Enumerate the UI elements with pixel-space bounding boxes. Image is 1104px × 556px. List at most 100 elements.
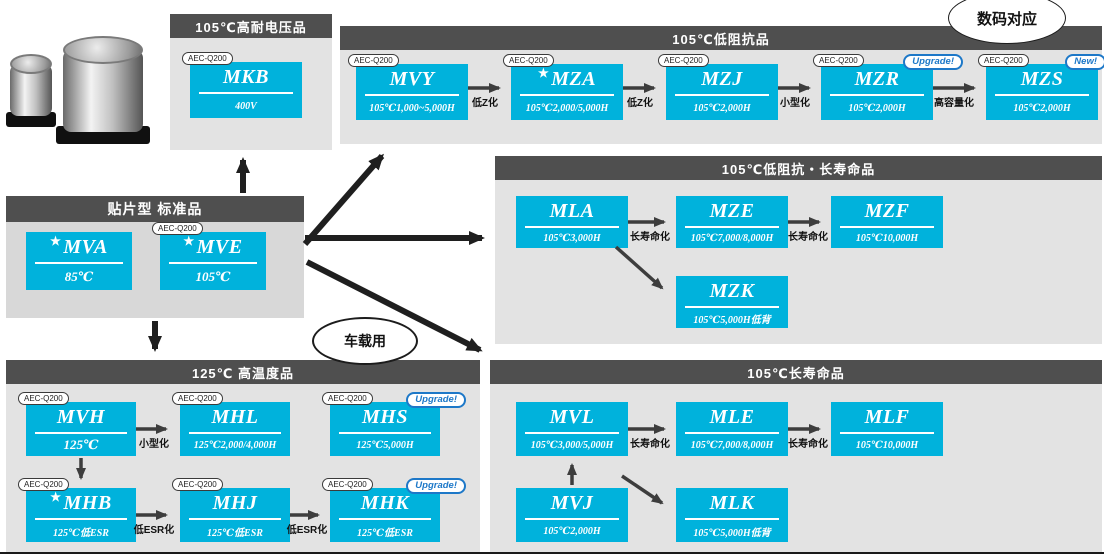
section-standard: 贴片型 标准品 ★MVA 85℃ AEC-Q200 ★MVE 105℃ <box>6 196 304 318</box>
product-mvh: AEC-Q200 MVH 125℃ <box>18 392 136 456</box>
product-name: MHS <box>362 405 408 428</box>
product-name: MHJ <box>212 491 258 514</box>
divider <box>365 94 459 96</box>
section-title: 贴片型 标准品 <box>6 196 304 222</box>
product-name: MZK <box>709 279 755 302</box>
product-name: MVY <box>389 67 435 90</box>
capacitor-top-vent <box>10 54 52 74</box>
product-name: ★MVE <box>183 233 243 258</box>
section-high-voltage: 105℃高耐电压品 AEC-Q200 MKB 400V <box>170 14 332 150</box>
product-spec: 105℃1,000~5,000H <box>369 102 455 114</box>
product-spec: 105℃5,000H低背 <box>693 527 771 539</box>
upgrade-badge: Upgrade! <box>406 392 466 408</box>
product-name: ★MZA <box>537 65 597 90</box>
product-name: MVH <box>56 405 106 428</box>
product-name: ★MVA <box>50 233 108 258</box>
aec-q200-badge: AEC-Q200 <box>348 54 399 67</box>
aec-q200-badge: AEC-Q200 <box>503 54 554 67</box>
product-mle: MLE 105℃7,000/8,000H <box>676 402 788 456</box>
star-icon: ★ <box>50 489 62 504</box>
capacitor-top-vent <box>63 36 143 64</box>
product-name: MZR <box>854 67 900 90</box>
product-name: ★MHB <box>50 489 112 514</box>
aec-q200-badge: AEC-Q200 <box>18 392 69 405</box>
product-spec: 105℃3,000H <box>543 232 601 244</box>
product-name: MZE <box>709 199 755 222</box>
product-spec: 105℃7,000/8,000H <box>690 232 774 244</box>
product-spec: 105℃10,000H <box>855 439 919 451</box>
product-name: MLA <box>549 199 595 222</box>
divider <box>830 94 924 96</box>
divider <box>35 432 127 434</box>
upgrade-badge: Upgrade! <box>406 478 466 494</box>
product-name: MLE <box>709 405 755 428</box>
product-mzk: MZK 105℃5,000H低背 <box>676 276 788 328</box>
divider <box>840 226 934 228</box>
arrow-label-longer-life: 长寿命化 <box>788 232 828 243</box>
divider <box>995 94 1089 96</box>
divider <box>199 92 293 94</box>
divider <box>685 226 779 228</box>
aec-q200-badge: AEC-Q200 <box>978 54 1029 67</box>
product-spec: 125℃ <box>63 437 99 452</box>
product-name: MVJ <box>550 491 594 514</box>
product-mze: MZE 105℃7,000/8,000H <box>676 196 788 248</box>
product-spec: 105℃2,000/5,000H <box>525 102 609 114</box>
star-icon: ★ <box>183 233 195 248</box>
section-title: 125℃ 高温度品 <box>6 360 480 384</box>
product-name: MLK <box>709 491 755 514</box>
product-name: MKB <box>223 65 269 88</box>
aec-q200-badge: AEC-Q200 <box>813 54 864 67</box>
product-spec: 400V <box>235 100 257 112</box>
divider <box>525 432 619 434</box>
divider <box>189 518 281 520</box>
product-spec: 105℃2,000H <box>848 102 906 114</box>
product-name: MHL <box>211 405 259 428</box>
product-spec: 105℃ <box>195 269 231 284</box>
divider <box>525 226 619 228</box>
product-mla: MLA 105℃3,000H <box>516 196 628 248</box>
product-spec: 105℃10,000H <box>855 232 919 244</box>
product-mza: AEC-Q200 ★MZA 105℃2,000/5,000H <box>503 54 623 120</box>
product-mhl: AEC-Q200 MHL 125℃2,000/4,000H <box>172 392 290 456</box>
arrow-label-low-esr: 低ESR化 <box>133 525 175 536</box>
arrow-label-miniaturize: 小型化 <box>780 98 810 109</box>
product-mhs: AEC-Q200 Upgrade! MHS 125℃5,000H <box>322 392 466 456</box>
aec-q200-badge: AEC-Q200 <box>152 222 203 235</box>
new-badge: New! <box>1065 54 1104 70</box>
product-mlk: MLK 105℃5,000H低背 <box>676 488 788 542</box>
section-long-life: 105℃长寿命品 MVL 105℃3,000/5,000H MLE 105℃7,… <box>490 360 1102 552</box>
product-mhk: AEC-Q200 Upgrade! MHK 125℃低ESR <box>322 478 466 542</box>
product-name: MLF <box>864 405 910 428</box>
aec-q200-badge: AEC-Q200 <box>322 392 373 405</box>
star-icon: ★ <box>537 65 550 80</box>
divider <box>189 432 281 434</box>
aec-q200-badge: AEC-Q200 <box>172 392 223 405</box>
product-mva: ★MVA 85℃ <box>26 232 132 290</box>
divider <box>339 432 431 434</box>
divider <box>339 518 431 520</box>
product-spec: 105℃2,000H <box>1013 102 1071 114</box>
product-name: MZF <box>864 199 910 222</box>
product-mve: AEC-Q200 ★MVE 105℃ <box>152 222 266 290</box>
product-name: MHK <box>360 491 410 514</box>
divider <box>840 432 934 434</box>
arrow-label-longer-life: 长寿命化 <box>630 439 670 450</box>
page-bottom-rule <box>0 552 1104 554</box>
product-mzj: AEC-Q200 MZJ 105℃2,000H <box>658 54 778 120</box>
product-mvj: MVJ 105℃2,000H <box>516 488 628 542</box>
arrow-label-low-z: 低Z化 <box>471 98 499 109</box>
section-title: 105℃长寿命品 <box>490 360 1102 384</box>
product-spec: 125℃2,000/4,000H <box>193 439 277 451</box>
product-name: MZS <box>1020 67 1064 90</box>
section-title: 105℃低阻抗・长寿命品 <box>495 156 1102 180</box>
divider <box>520 94 614 96</box>
divider <box>169 262 257 264</box>
product-spec: 125℃5,000H <box>356 439 414 451</box>
arrow-label-miniaturize: 小型化 <box>139 439 169 450</box>
product-spec: 125℃低ESR <box>207 527 263 539</box>
product-mvy: AEC-Q200 MVY 105℃1,000~5,000H <box>348 54 468 120</box>
arrow-label-low-esr: 低ESR化 <box>286 525 328 536</box>
product-mzr: AEC-Q200 Upgrade! MZR 105℃2,000H <box>813 54 963 120</box>
